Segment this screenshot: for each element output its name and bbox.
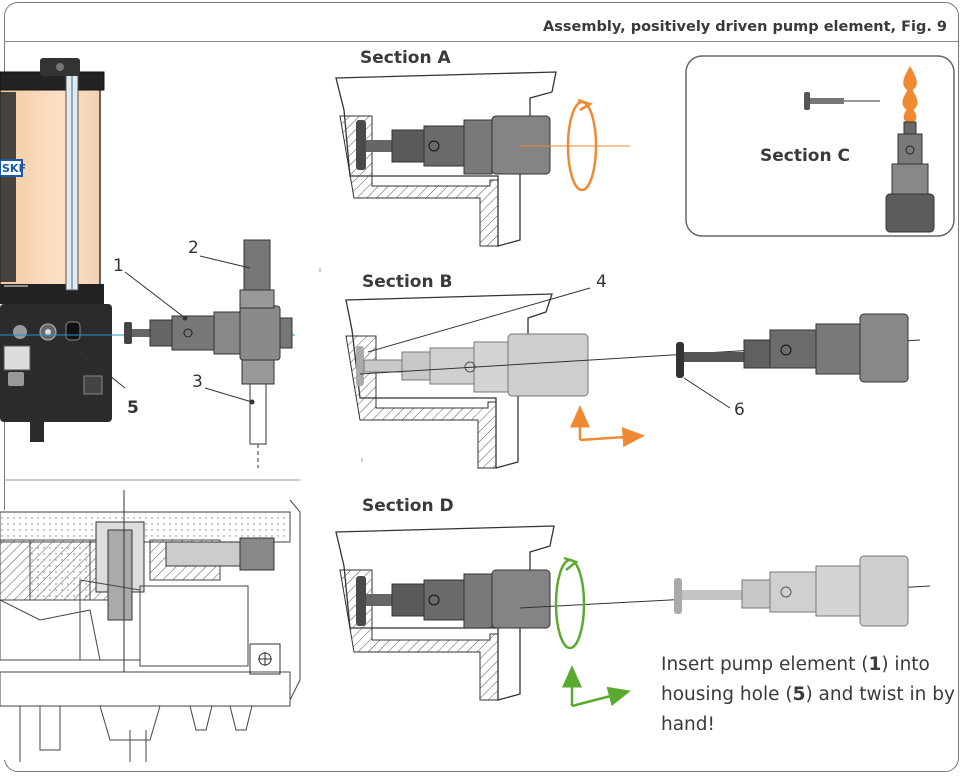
header-bar: Assembly, positively driven pump element…: [4, 16, 959, 42]
callout-2: 2: [188, 238, 199, 258]
pump-unit-drawing: SKF: [0, 58, 295, 468]
section-c-frame: [685, 55, 955, 237]
section-a-label: Section A: [360, 48, 451, 68]
section-b-drawing: [345, 287, 921, 469]
callout-6: 6: [734, 400, 745, 420]
callout-5: 5: [127, 398, 139, 418]
pump-cross-section: [0, 490, 301, 762]
section-d-drawing: [335, 525, 931, 708]
section-c-drawing: [685, 55, 955, 237]
section-a-drawing: [335, 71, 630, 247]
instruction-text: Insert pump element (1) into housing hol…: [661, 654, 955, 735]
section-b-label: Section B: [362, 272, 453, 292]
section-c-label: Section C: [760, 146, 850, 166]
callout-3: 3: [192, 372, 203, 392]
skf-logo: [0, 159, 23, 177]
svg-text:SKF: SKF: [2, 162, 26, 175]
callout-4: 4: [596, 272, 607, 292]
figure-title: Assembly, positively driven pump element…: [543, 19, 947, 35]
section-d-label: Section D: [362, 496, 454, 516]
callout-1: 1: [113, 256, 124, 276]
